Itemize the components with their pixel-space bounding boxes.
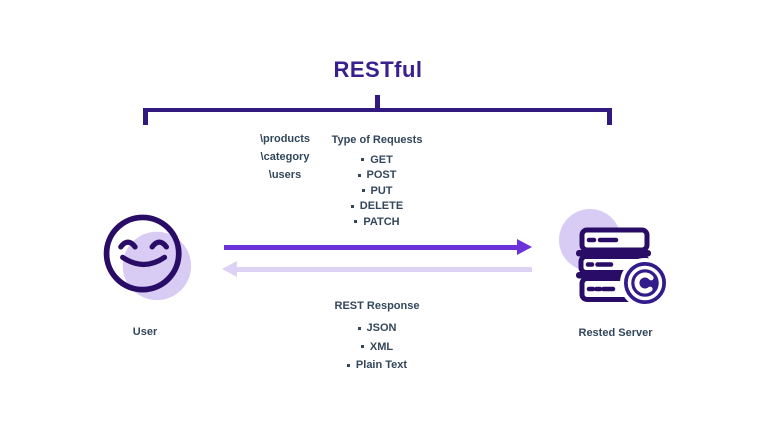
- endpoint-line: \products: [259, 133, 311, 145]
- request-types-block: Type of Requests GET POST PUT DELETE PAT…: [307, 132, 447, 230]
- request-type-item: DELETE: [307, 199, 447, 215]
- response-arrow-line: [236, 267, 532, 272]
- bracket-right-tick: [607, 108, 612, 125]
- response-item: Plain Text: [307, 356, 447, 375]
- request-type-item: PATCH: [307, 214, 447, 230]
- response-item: XML: [307, 338, 447, 357]
- request-arrow-line: [224, 245, 519, 250]
- smiley-face-icon: [103, 214, 192, 301]
- request-types-list: GET POST PUT DELETE PATCH: [307, 152, 447, 230]
- server-stack-icon: [559, 209, 670, 308]
- bracket-line: [143, 108, 612, 112]
- request-type-item: GET: [307, 152, 447, 168]
- response-block: REST Response JSON XML Plain Text: [307, 298, 447, 375]
- response-item: JSON: [307, 319, 447, 338]
- request-type-item: PUT: [307, 183, 447, 199]
- endpoints-list: \products \category \users: [235, 130, 335, 184]
- response-heading: REST Response: [334, 300, 420, 312]
- request-types-heading: Type of Requests: [331, 134, 423, 146]
- c-ring-badge-icon: [620, 258, 670, 308]
- request-arrow-head-icon: [517, 239, 532, 255]
- response-arrow-head-icon: [222, 261, 237, 277]
- user-label: User: [132, 326, 158, 338]
- endpoint-line: \users: [268, 169, 302, 181]
- diagram-title: RESTful: [333, 57, 423, 82]
- response-list: JSON XML Plain Text: [307, 319, 447, 375]
- endpoint-line: \category: [260, 151, 310, 163]
- server-label: Rested Server: [578, 327, 653, 339]
- bracket-left-tick: [143, 108, 148, 125]
- bracket-middle-tick: [375, 95, 380, 108]
- request-type-item: POST: [307, 168, 447, 184]
